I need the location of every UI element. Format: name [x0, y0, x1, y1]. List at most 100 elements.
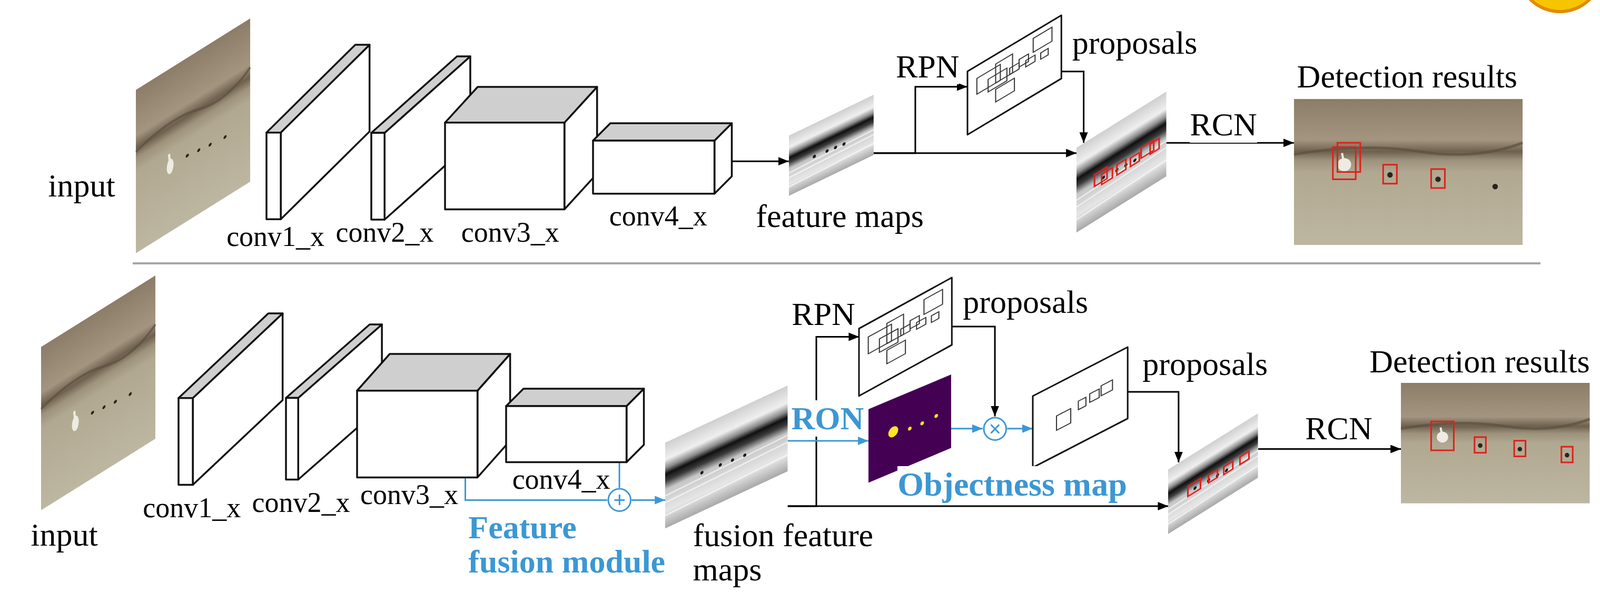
detection-box — [1561, 446, 1574, 463]
operator-circle — [983, 417, 1007, 441]
shoreline — [1400, 418, 1590, 429]
feature-dot — [731, 458, 735, 463]
detection-box — [1223, 461, 1233, 475]
proposal-box — [916, 317, 927, 330]
small-bird — [208, 142, 212, 148]
proposal-box — [1009, 62, 1020, 75]
node-label: × — [988, 418, 1001, 440]
photo-content — [1294, 99, 1523, 245]
detection-image-shape — [1400, 382, 1590, 504]
node-label: proposals — [1072, 24, 1198, 62]
roi-feature-map — [1076, 91, 1167, 233]
feature-dot — [1133, 157, 1137, 164]
block-front — [371, 132, 385, 220]
edge-label: RON — [791, 400, 864, 437]
detection-box — [1117, 159, 1127, 176]
conv-block: conv3_x — [445, 86, 598, 210]
panel-outline — [858, 277, 952, 397]
photo-background — [1294, 99, 1523, 245]
panel-outline — [967, 15, 1062, 135]
photo-background — [788, 94, 874, 196]
proposal-panel-shape — [1032, 347, 1128, 468]
edge-label: RPN — [791, 295, 856, 333]
conv-block-shape — [445, 86, 598, 210]
conv-block: conv1_x — [266, 44, 370, 220]
streak — [665, 435, 788, 497]
photo-content — [135, 18, 251, 254]
fusion-feature-map: fusion feature maps — [665, 385, 788, 529]
objectness-map: Objectness map — [868, 374, 952, 483]
connector — [951, 427, 983, 430]
connector — [787, 505, 1169, 508]
node-label: fusion feature maps — [693, 518, 883, 587]
streak — [1168, 455, 1259, 515]
conv-block-shape — [506, 388, 645, 463]
block-front — [357, 390, 478, 478]
small-bird — [128, 391, 132, 397]
proposal-box — [1033, 27, 1053, 53]
streak — [1076, 141, 1167, 201]
conv-block: conv3_x — [357, 353, 511, 478]
detection-box — [1130, 152, 1140, 167]
proposal-box — [1040, 48, 1049, 60]
small-bird — [1492, 183, 1498, 190]
separator-line — [132, 262, 1541, 265]
streak — [788, 129, 874, 173]
input-image-shape — [41, 275, 156, 511]
node-label: proposals — [1142, 346, 1268, 383]
node-label: input — [30, 516, 98, 553]
connector — [1061, 71, 1084, 144]
node-label: conv1_x — [142, 492, 241, 525]
feature-dot — [812, 154, 816, 160]
panel-content — [1056, 379, 1113, 431]
block-side — [192, 313, 283, 486]
proposal-box — [995, 77, 1015, 102]
conv-block: conv4_x — [506, 388, 645, 463]
feature-dot — [700, 470, 704, 476]
detection-image-shape — [1294, 99, 1523, 245]
feature-dot — [1193, 485, 1198, 491]
roi-feature-map-shape — [1076, 91, 1167, 233]
proposal-box — [931, 311, 940, 323]
conv-block-shape — [593, 123, 733, 194]
block-front — [445, 122, 565, 210]
node-label: conv4_x — [512, 463, 611, 496]
product-node: × — [982, 416, 1008, 442]
detection-image: Detection results — [1294, 99, 1523, 245]
feature-dot — [743, 452, 747, 458]
small-bird — [196, 147, 201, 153]
detection-box — [1188, 478, 1201, 497]
feature-dot — [833, 145, 837, 151]
bird-neck — [73, 410, 75, 424]
photo-background — [135, 18, 251, 254]
photo-background — [665, 385, 788, 529]
block-top — [266, 44, 370, 133]
small-bird — [113, 399, 117, 405]
bird-neck — [1341, 152, 1345, 165]
photo-content — [1168, 413, 1259, 535]
conv-block-shape — [357, 353, 511, 478]
proposal-box — [1100, 379, 1113, 396]
streak — [665, 455, 788, 516]
block-top — [178, 313, 283, 399]
detection-box — [1240, 450, 1250, 464]
small-bird — [90, 410, 94, 416]
panel-content — [976, 27, 1053, 114]
photo-content — [41, 275, 156, 511]
detection-box — [1431, 421, 1455, 451]
small-bird — [185, 153, 189, 159]
small-bird — [1387, 172, 1393, 178]
shoreline — [1294, 142, 1523, 155]
conv-block: conv1_x — [178, 313, 283, 486]
node-label: Detection results — [1369, 343, 1590, 380]
photo-background — [41, 275, 156, 511]
node-label: conv3_x — [360, 479, 459, 511]
input-image: input — [41, 275, 156, 511]
block-side — [280, 44, 370, 220]
operator-circle — [608, 488, 631, 512]
block-top — [506, 388, 645, 407]
small-bird — [102, 404, 106, 410]
module-label: Feature fusion module — [468, 510, 668, 579]
connector — [873, 86, 968, 154]
detection-box — [1332, 146, 1356, 180]
